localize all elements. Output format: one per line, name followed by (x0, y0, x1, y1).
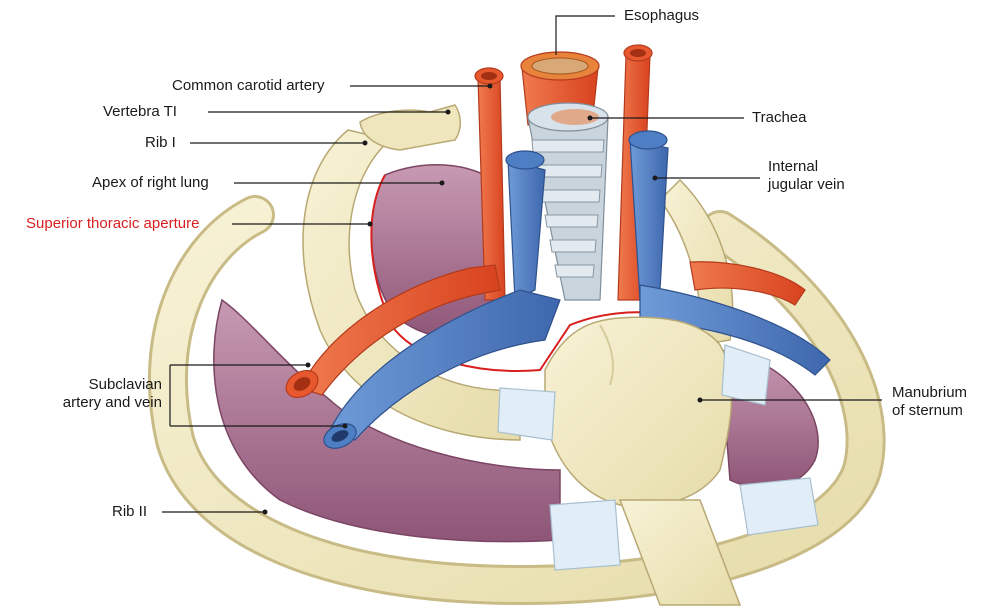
costal-cartilages (497, 344, 819, 571)
manubrium-of-sternum (544, 316, 742, 606)
internal-jugular-vein-left-side (505, 150, 546, 301)
label-subclavian-line1: Subclavian (88, 376, 162, 393)
subclavian-artery (285, 264, 501, 399)
label-esophagus: Esophagus (624, 7, 700, 24)
leader-dots (262, 83, 703, 515)
label-trachea: Trachea (752, 109, 807, 126)
label-apex-of-right-lung: Apex of right lung (92, 174, 209, 191)
label-rib-2: Rib II (112, 503, 148, 520)
leader-lines (162, 15, 882, 513)
label-superior-thoracic-aperture: Superior thoracic aperture (26, 215, 200, 232)
label-internal-jugular-vein: Internal jugular vein (768, 158, 845, 194)
label-vertebra-t1: Vertebra TI (103, 103, 177, 120)
label-manubrium-line1: Manubrium (892, 384, 968, 401)
common-carotid-artery-left (474, 67, 506, 301)
rib-2 (148, 195, 886, 606)
label-subclavian-artery-and-vein: Subclavian artery and vein (18, 376, 162, 412)
subclavian-vein (323, 289, 561, 449)
leader-esophagus (555, 15, 615, 55)
label-subclavian-line2: artery and vein (62, 394, 162, 411)
label-manubrium-line2: of sternum (892, 402, 963, 419)
label-common-carotid-artery: Common carotid artery (172, 77, 325, 94)
label-manubrium-of-sternum: Manubrium of sternum (892, 384, 967, 420)
trachea (527, 102, 609, 301)
label-internal-jugular-line2: jugular vein (768, 176, 845, 193)
label-internal-jugular-line1: Internal (768, 158, 819, 175)
subclavian-artery-left (689, 261, 806, 306)
label-rib-1: Rib I (145, 134, 176, 151)
vertebra-t1 (359, 104, 461, 151)
